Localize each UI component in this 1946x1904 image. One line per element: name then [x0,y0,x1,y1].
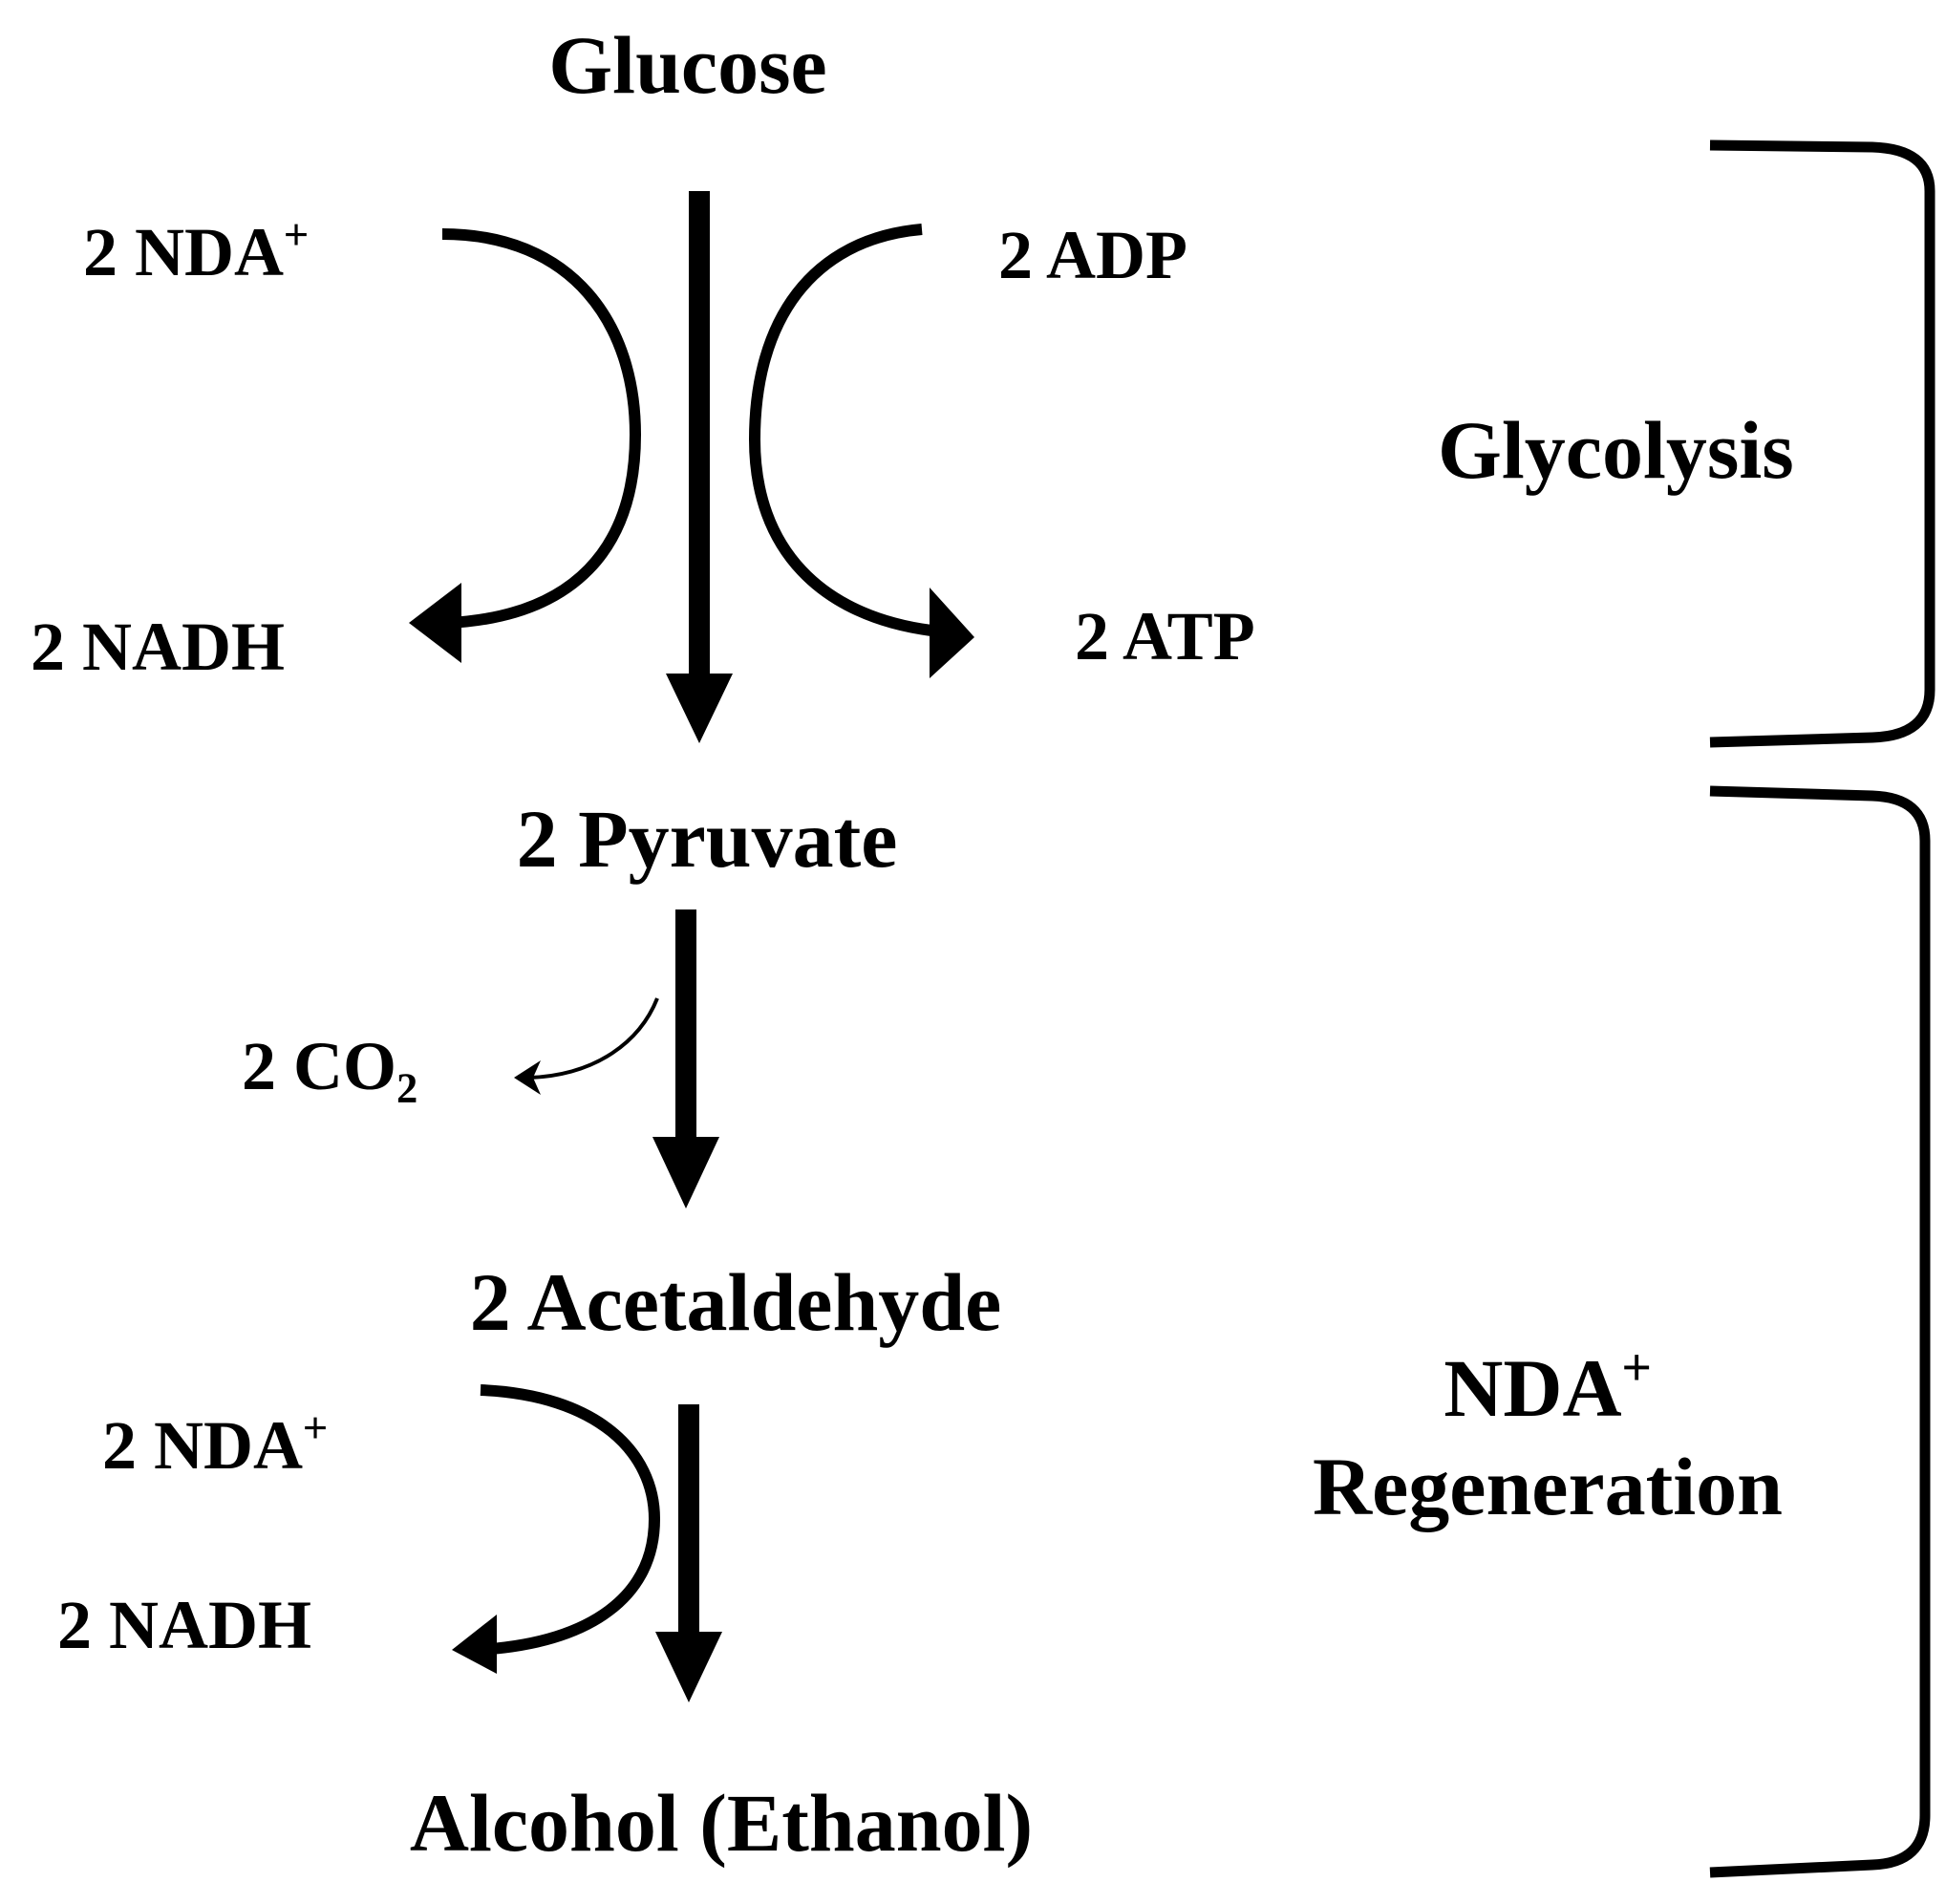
phase-regeneration-line1: NDA+ [1443,1338,1652,1434]
atp-out-label: 2 ATP [1075,598,1255,674]
nda-in-top-label: 2 NDA+ [83,211,310,290]
arrow-glucose-to-pyruvate [666,191,733,743]
curved-arrow-adp-to-atp [748,224,974,678]
phase-glycolysis-label: Glycolysis [1438,404,1794,496]
bracket-regeneration [1709,785,1931,1878]
curved-arrow-co2 [514,997,659,1095]
arrow-pyruvate-to-acetaldehyde [652,909,719,1209]
curved-arrow-nda-to-nadh-bottom [452,1384,661,1674]
phase-regeneration-line2: Regeneration [1313,1441,1783,1533]
nadh-out-bottom-label: 2 NADH [57,1587,311,1663]
bracket-glycolysis [1709,139,1935,748]
curved-arrow-nda-to-nadh-top [409,228,642,663]
ethanol-label: Alcohol (Ethanol) [409,1777,1034,1869]
arrow-acetaldehyde-to-ethanol [655,1404,722,1702]
phase-regeneration-label: NDA+ Regeneration [1261,1339,1834,1536]
pyruvate-label: 2 Pyruvate [516,793,898,885]
nda-in-bottom-label: 2 NDA+ [102,1404,329,1484]
acetaldehyde-label: 2 Acetaldehyde [469,1256,1002,1348]
nadh-out-top-label: 2 NADH [31,609,285,685]
adp-in-label: 2 ADP [998,217,1187,293]
co2-label: 2 CO2 [242,1028,418,1112]
glucose-label: Glucose [548,19,827,111]
